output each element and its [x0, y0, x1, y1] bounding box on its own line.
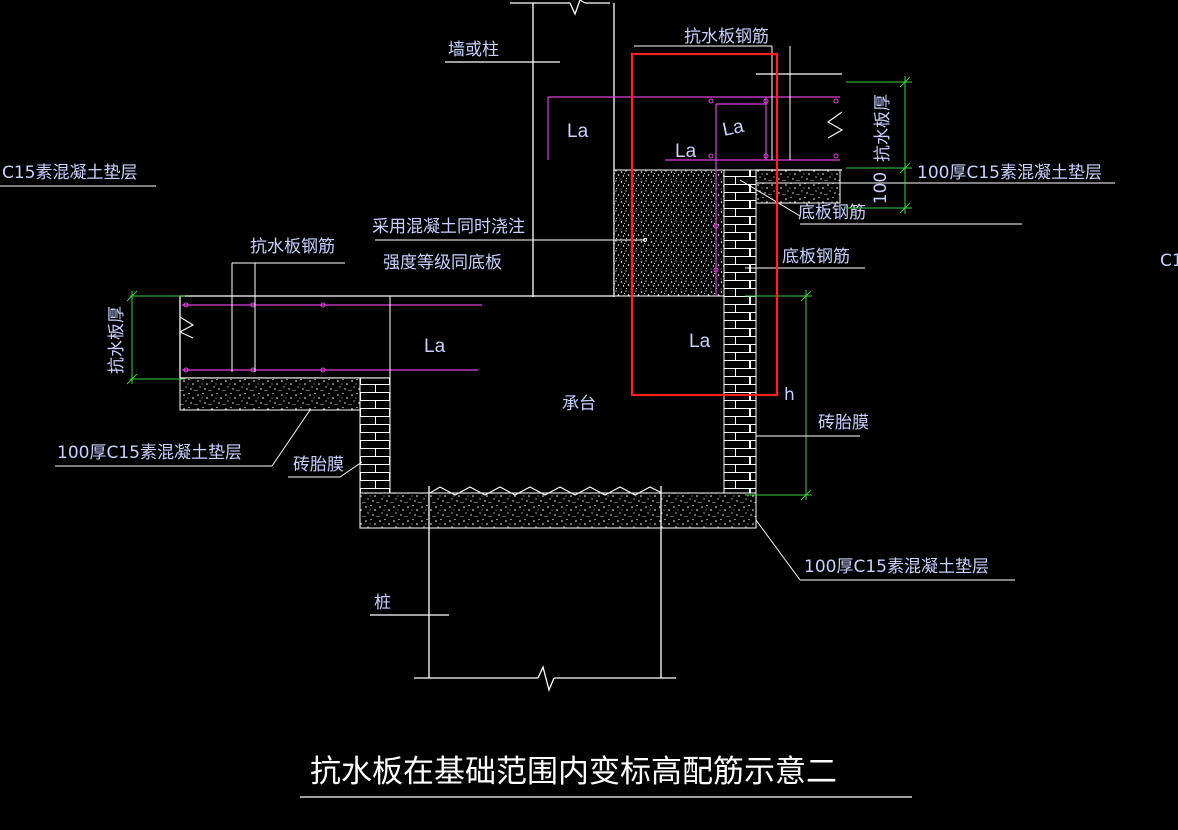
- left-thickness-dimension: [126, 290, 185, 385]
- cap-label: 承台: [562, 394, 596, 414]
- cushion-bottom-label: 100厚C15素混凝土垫层: [804, 557, 989, 577]
- waterproof-thickness-right-label: 抗水板厚: [873, 94, 893, 162]
- right-rebar-dots: [708, 98, 839, 273]
- brick-membrane-right: [723, 169, 757, 494]
- brick-membrane-right-label: 砖胎膜: [818, 413, 869, 433]
- concrete-pour-line1: 采用混凝土同时浇注: [372, 217, 525, 237]
- waterproof-rebar-top-label: 抗水板钢筋: [684, 27, 769, 47]
- concrete-pour-line2: 强度等级同底板: [383, 253, 502, 273]
- dim-100-label: 100: [871, 172, 891, 204]
- cushion-left-cut-label: C15素混凝土垫层: [2, 163, 138, 183]
- drawing-title: 抗水板在基础范围内变标高配筋示意二: [310, 754, 837, 790]
- left-waterproof-slab: [178, 295, 614, 379]
- left-cushion-leader: [55, 409, 311, 467]
- cushion-left-label: 100厚C15素混凝土垫层: [57, 443, 242, 463]
- right-rebar-leaders: [634, 45, 1115, 269]
- right-thickness-dimension: [846, 76, 912, 214]
- concrete-infill: [613, 169, 725, 297]
- brick-height-dimension: [745, 290, 812, 501]
- brick-left-leader: [288, 461, 363, 478]
- cushion-right-top-label: 100厚C15素混凝土垫层: [917, 163, 1102, 183]
- concrete-pour-leader: [375, 238, 647, 242]
- la-label-lower: La: [689, 331, 711, 352]
- right-waterproof-slab: [756, 73, 844, 171]
- brick-membrane-left-label: 砖胎膜: [293, 455, 344, 475]
- bottom-rebar-label-1: 底板钢筋: [798, 203, 866, 223]
- left-rebar-leaders: [231, 262, 391, 378]
- bottom-cushion-leader: [755, 519, 1015, 581]
- waterproof-rebar-left-label: 抗水板钢筋: [250, 237, 335, 257]
- highlight-box: [630, 52, 779, 397]
- h-mark: h: [784, 385, 795, 405]
- brick-membrane-left: [359, 377, 391, 494]
- pile-cap: [359, 169, 757, 529]
- pile: [370, 486, 676, 693]
- right-rebars: [547, 96, 840, 296]
- la-label-left: La: [424, 336, 446, 357]
- la-label-center: La: [675, 141, 697, 162]
- waterproof-thickness-left-label: 抗水板厚: [107, 306, 127, 374]
- wall-or-column-label: 墙或柱: [448, 40, 499, 60]
- left-cushion-layer: [179, 377, 361, 411]
- bottom-cushion-layer: [359, 492, 757, 529]
- bottom-rebar-label-2: 底板钢筋: [782, 247, 850, 267]
- edge-cut-label: C1: [1160, 251, 1178, 271]
- la-label-diagonal: La: [721, 116, 746, 141]
- pile-label: 桩: [374, 593, 391, 613]
- la-label-upper-left: La: [567, 121, 589, 142]
- right-cushion-layer: [755, 169, 841, 204]
